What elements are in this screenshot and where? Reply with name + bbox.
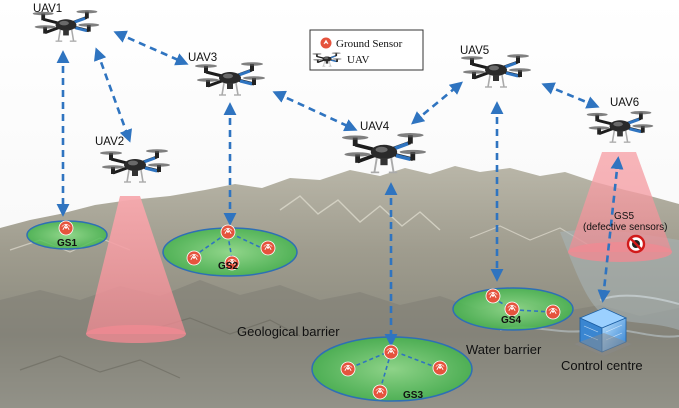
uav4-label: UAV4 <box>360 121 390 133</box>
uav-links <box>56 30 624 347</box>
sensor-layer <box>58 220 561 400</box>
gs5-sublabel: (defective sensors) <box>583 222 667 233</box>
gs3-sensor-3-icon <box>372 384 388 400</box>
uav6-drone-icon <box>586 110 654 143</box>
gs4-label: GS4 <box>501 315 521 326</box>
uav2-label: UAV2 <box>95 136 124 148</box>
uav3-drone-icon <box>195 62 265 96</box>
control-centre-label: Control centre <box>561 358 643 373</box>
legend-box <box>309 29 424 71</box>
gs1-sensor-1-icon <box>58 220 74 236</box>
legend-uav-icon <box>312 52 342 67</box>
gs5-label: GS5 <box>614 211 634 222</box>
uav6-beam-footprint <box>568 242 672 262</box>
gs3-sensor-2-icon <box>340 361 356 377</box>
gs4-sensor-3-icon <box>545 304 561 320</box>
no-symbol-icon <box>626 234 646 254</box>
gs4-sensor-2-icon <box>504 301 520 317</box>
geological-barrier-label: Geological barrier <box>237 324 340 339</box>
uav-layer <box>32 9 654 183</box>
legend-uav-label: UAV <box>347 54 369 66</box>
uav2-signal-beam <box>86 196 186 334</box>
uav3-label: UAV3 <box>188 52 217 64</box>
uav2-drone-icon <box>100 149 170 183</box>
legend: Ground Sensor UAV <box>309 29 424 71</box>
water-barrier-label: Water barrier <box>466 342 542 357</box>
uav5-drone-icon <box>461 54 531 88</box>
uav2-beam-footprint <box>86 325 186 343</box>
gs2-sensor-4-icon <box>260 240 276 256</box>
gs2-sensor-1-icon <box>220 224 236 240</box>
link-uav3-uav4 <box>272 90 358 132</box>
uav6-label: UAV6 <box>610 97 639 109</box>
control-centre-building <box>574 307 632 356</box>
uav1-label: UAV1 <box>33 3 62 15</box>
link-uav4-uav5 <box>410 81 464 125</box>
uav4-drone-icon <box>342 133 426 174</box>
gs4-sensor-1-icon <box>485 288 501 304</box>
link-uav1-uav2 <box>94 47 132 143</box>
gs2-label: GS2 <box>218 261 238 272</box>
gs3-sensor-4-icon <box>432 360 448 376</box>
uav1-drone-icon <box>32 9 100 42</box>
legend-ground-sensor-label: Ground Sensor <box>336 38 403 50</box>
uav5-label: UAV5 <box>460 45 489 57</box>
legend-uav-drone-icon <box>312 52 342 67</box>
gs2-sensor-2-icon <box>186 250 202 266</box>
gs2-sensor-3-icon <box>224 255 240 271</box>
gs3-label: GS3 <box>403 390 423 401</box>
gs1-label: GS1 <box>57 238 77 249</box>
legend-sensor-icon <box>320 37 332 49</box>
link-uav5-uav6 <box>541 82 600 109</box>
gs3-sensor-1-icon <box>383 344 399 360</box>
link-uav1-uav3 <box>113 30 189 66</box>
